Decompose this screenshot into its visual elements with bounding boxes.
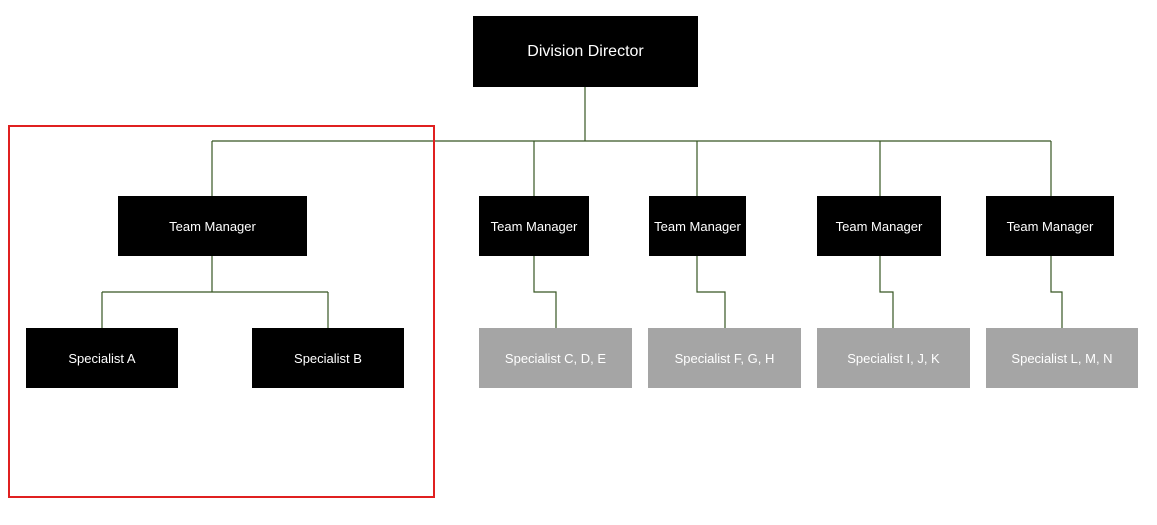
node-specialist-lmn: Specialist L, M, N: [986, 328, 1138, 388]
node-specialist-b: Specialist B: [252, 328, 404, 388]
node-specialist-fgh: Specialist F, G, H: [648, 328, 801, 388]
node-specialist-cde: Specialist C, D, E: [479, 328, 632, 388]
highlight-frame: [8, 125, 435, 498]
node-team-manager-4: Team Manager: [817, 196, 941, 256]
node-team-manager-2: Team Manager: [479, 196, 589, 256]
node-specialist-a: Specialist A: [26, 328, 178, 388]
node-specialist-ijk: Specialist I, J, K: [817, 328, 970, 388]
node-team-manager-1: Team Manager: [118, 196, 307, 256]
node-team-manager-5: Team Manager: [986, 196, 1114, 256]
node-division-director: Division Director: [473, 16, 698, 87]
connector-specialist-ijk: [879, 256, 894, 328]
node-team-manager-3: Team Manager: [649, 196, 746, 256]
connector-specialist-fgh: [696, 256, 726, 328]
connector-specialist-lmn: [1050, 256, 1063, 328]
connector-specialist-cde: [533, 256, 557, 328]
connector-specialist-a-b: [101, 256, 329, 328]
